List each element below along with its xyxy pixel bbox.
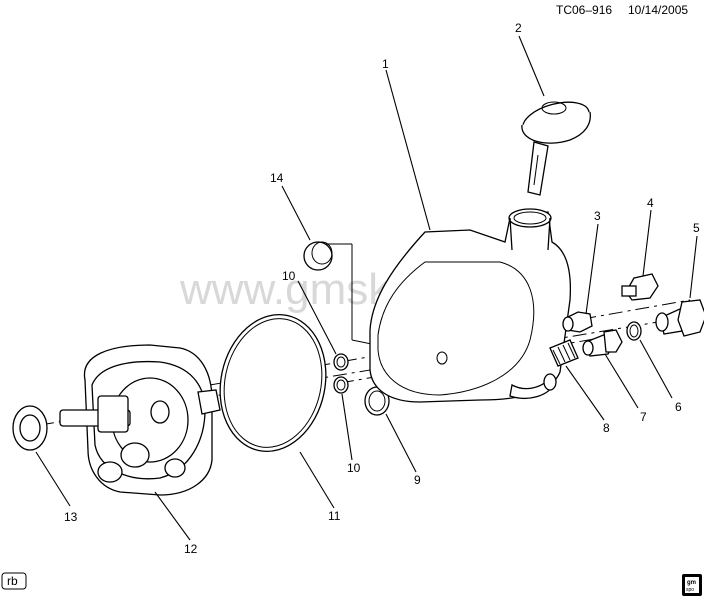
valve-7-part <box>582 329 623 357</box>
fitting-5-part <box>655 299 704 337</box>
callout-11: 11 <box>328 509 341 523</box>
gm-logo-text: gm <box>687 580 696 586</box>
callout-labels: 1 2 3 4 5 6 7 8 9 10 10 11 12 13 14 <box>64 21 700 556</box>
fitting-4-part <box>621 273 659 301</box>
diagram-code: TC06–916 <box>556 3 612 17</box>
callout-5: 5 <box>693 221 700 235</box>
leader-lines <box>35 35 698 541</box>
reservoir-part <box>369 208 572 403</box>
rb-tag-text: rb <box>7 574 18 588</box>
callout-4: 4 <box>647 196 654 210</box>
callout-10-upper: 10 <box>282 269 296 283</box>
spo-logo-text: spo <box>686 587 694 593</box>
callout-7: 7 <box>640 410 647 424</box>
o-ring-part <box>219 313 327 453</box>
diagram-date: 10/14/2005 <box>628 3 688 17</box>
rb-tag: rb <box>1 572 27 590</box>
callout-13: 13 <box>64 510 78 524</box>
callout-12: 12 <box>184 542 198 556</box>
callout-8: 8 <box>603 421 610 435</box>
callout-2: 2 <box>515 21 522 35</box>
spring-8-part <box>549 339 579 367</box>
pump-part <box>59 344 221 496</box>
seal-part <box>12 405 48 451</box>
fitting-3-part <box>562 311 593 333</box>
callout-1: 1 <box>382 57 389 71</box>
gm-spo-logo-icon: gm spo <box>682 574 702 596</box>
callout-10-lower: 10 <box>347 461 361 475</box>
cap-part <box>521 101 591 196</box>
callout-14: 14 <box>270 171 284 185</box>
o-ring-6-part <box>626 321 642 341</box>
callout-3: 3 <box>594 209 601 223</box>
plug-part <box>303 241 333 271</box>
callout-9: 9 <box>414 473 421 487</box>
snap-ring-part <box>364 386 390 416</box>
callout-6: 6 <box>675 400 682 414</box>
small-o-rings-part <box>333 353 349 394</box>
